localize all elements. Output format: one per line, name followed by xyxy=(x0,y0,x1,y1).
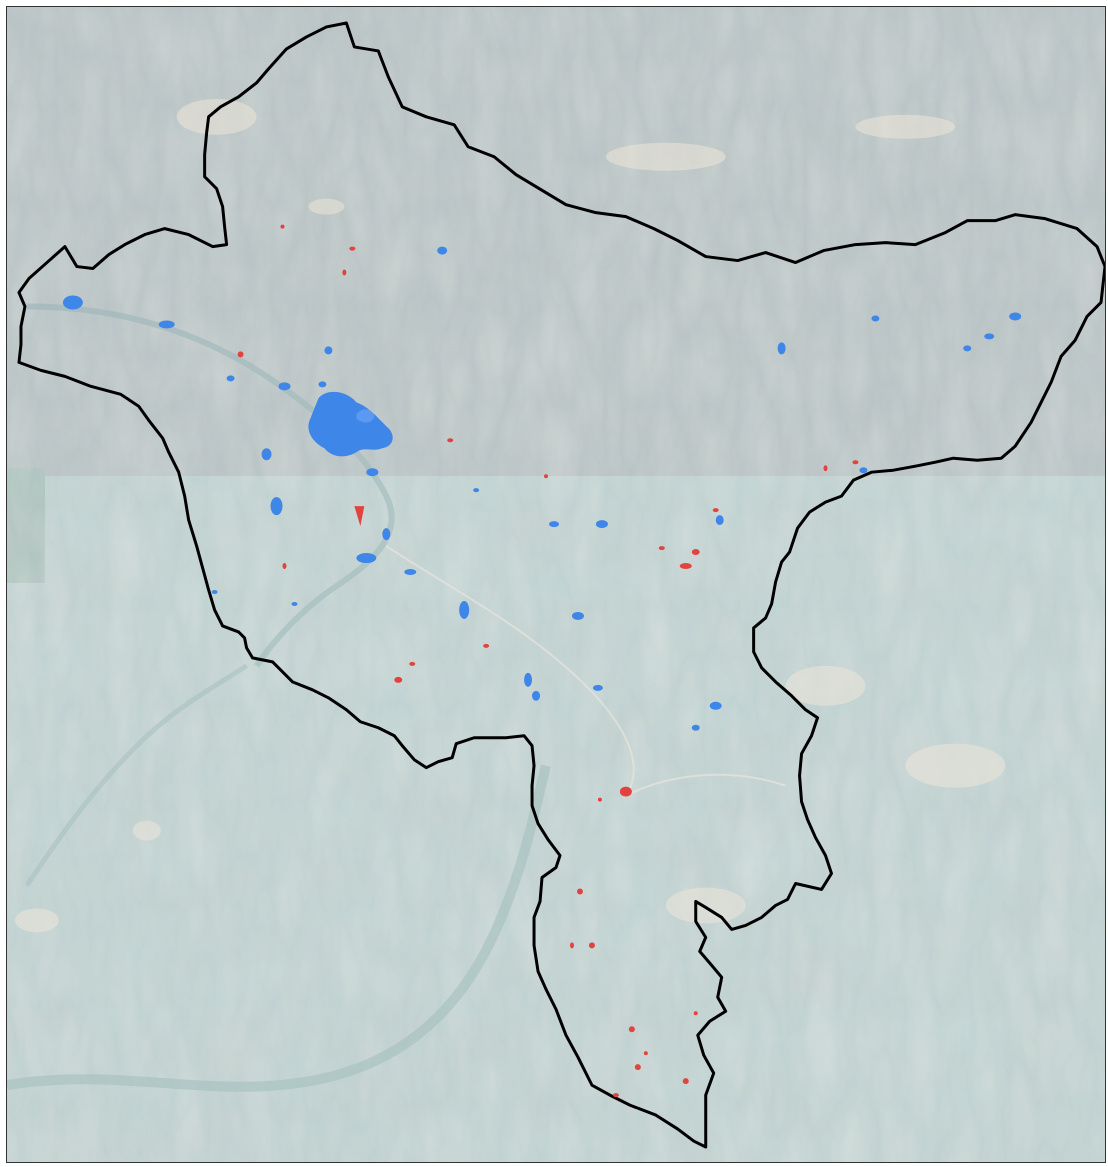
map-viewport[interactable] xyxy=(6,6,1106,1163)
ridge-texture xyxy=(7,7,1105,1162)
river-west xyxy=(24,663,248,887)
region-boundary[interactable] xyxy=(17,21,1105,1149)
bright-terrain-patches xyxy=(14,98,1006,933)
red-change-overlay xyxy=(237,224,859,1098)
road-line xyxy=(385,545,786,799)
satellite-map[interactable] xyxy=(7,7,1105,1162)
river-southwest xyxy=(7,764,551,1092)
blue-change-overlay xyxy=(62,246,1022,731)
